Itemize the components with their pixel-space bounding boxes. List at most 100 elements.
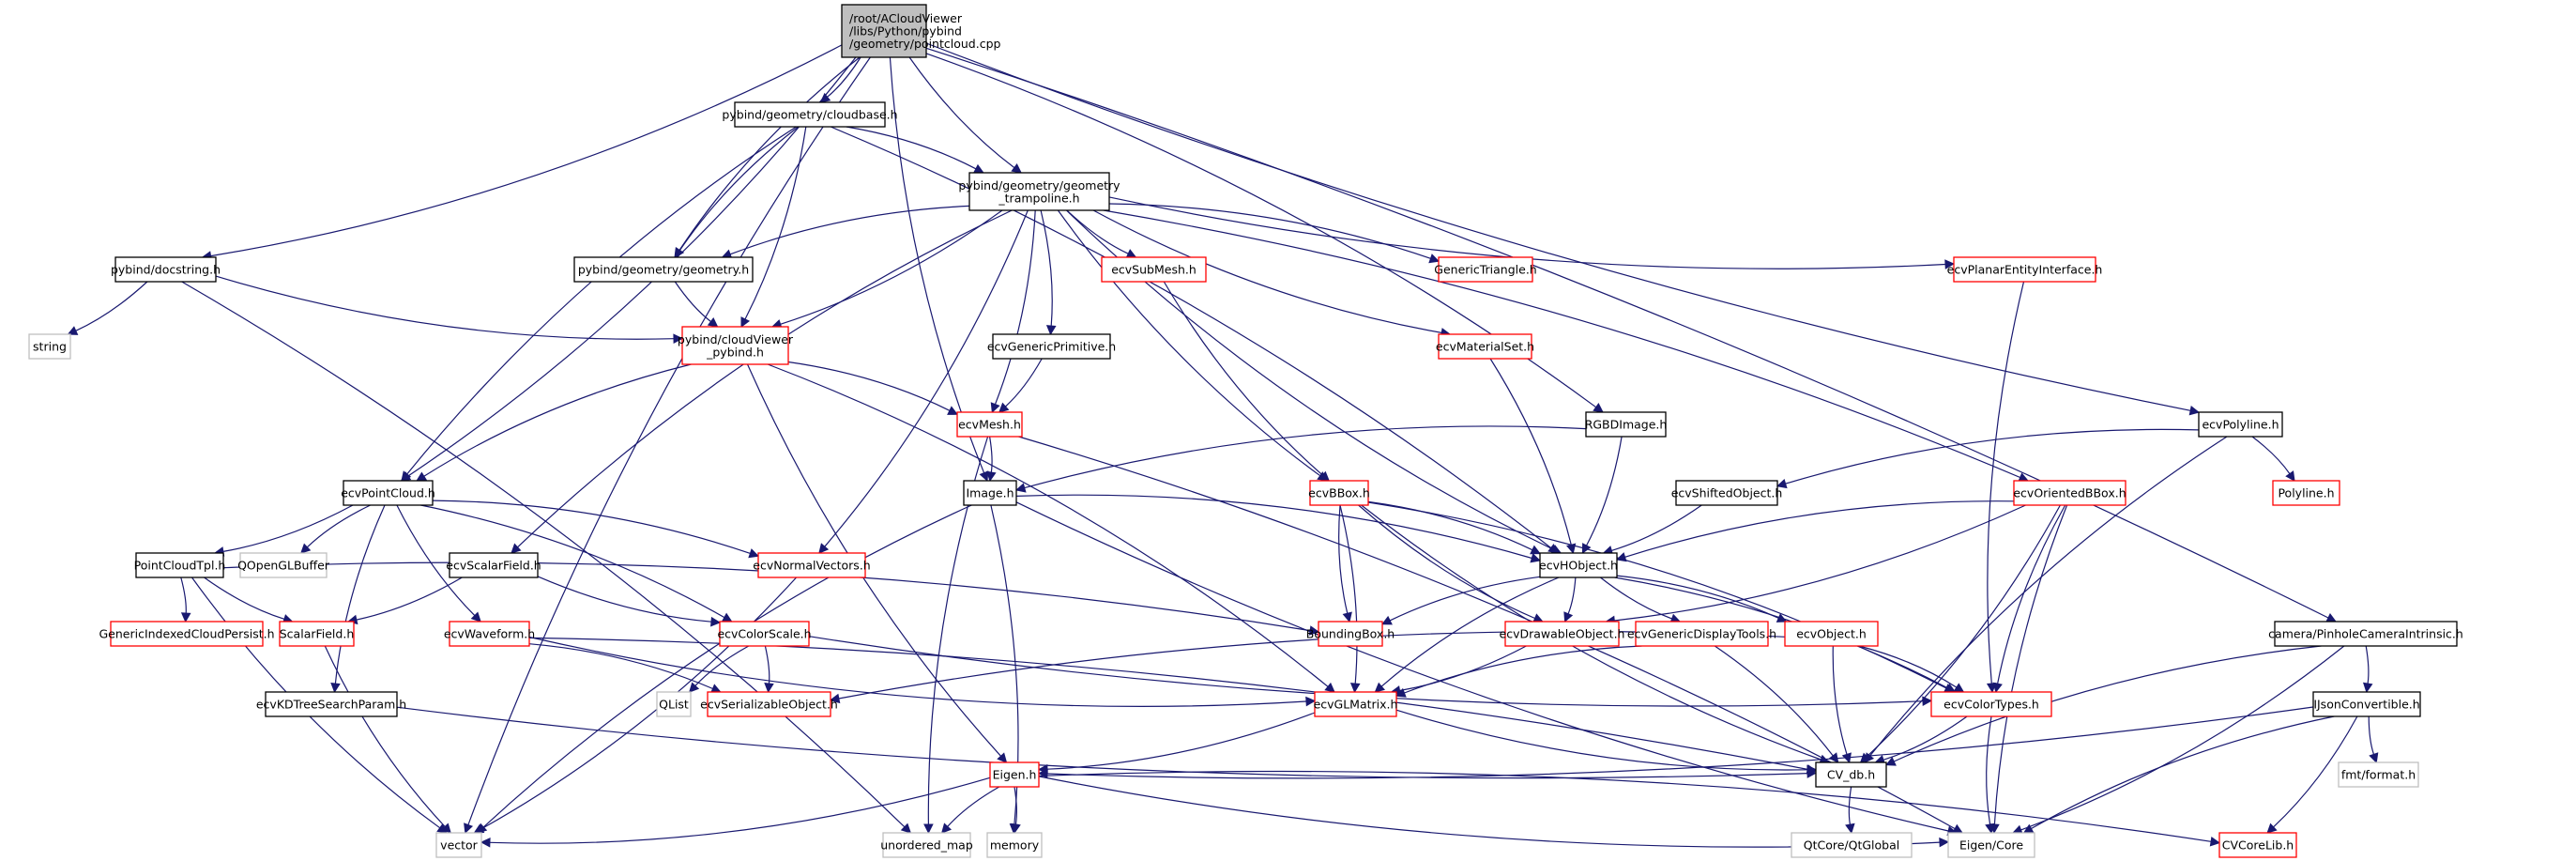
node-ecvWaveform[interactable]: ecvWaveform.h	[444, 621, 535, 647]
node-box-ecvPointCloud[interactable]	[343, 480, 434, 506]
node-box-PinholeCameraIntrinsic[interactable]	[2274, 621, 2458, 647]
node-Image[interactable]: Image.h	[963, 480, 1017, 506]
arrowhead-trampoline-to-ecvPlanarEntityInterface	[1944, 259, 1956, 269]
edge-ecvColorTypes-to-CV_db	[1882, 715, 1968, 761]
node-box-trampoline[interactable]	[968, 172, 1110, 211]
node-docstring[interactable]: pybind/docstring.h	[111, 256, 221, 283]
node-label-cloudViewer_pybind: _pybind.h	[706, 345, 764, 359]
node-box-Eigen_h[interactable]	[989, 761, 1040, 788]
node-ScalarField[interactable]: ScalarField.h	[279, 621, 355, 647]
node-ecvGLMatrix[interactable]: ecvGLMatrix.h	[1314, 691, 1398, 717]
node-ecvScalarField[interactable]: ecvScalarField.h	[446, 552, 541, 578]
arrowhead-ecvColorScale-to-ecvColorTypes	[1922, 696, 1933, 707]
arrowhead-ecvGLMatrix-to-CV_db	[1806, 764, 1818, 776]
node-ecvOrientedBBox[interactable]: ecvOrientedBBox.h	[2013, 480, 2126, 506]
node-Eigen_h[interactable]: Eigen.h	[989, 761, 1040, 788]
node-box-IJsonConvertible[interactable]	[2312, 691, 2421, 717]
node-ecvGenericDisplayTools[interactable]: ecvGenericDisplayTools.h	[1627, 621, 1776, 647]
node-box-ecvScalarField[interactable]	[449, 552, 539, 578]
edge-ecvColorTypes-to-Eigen_Core	[1986, 715, 1992, 825]
node-GenericIndexedCloudPersist[interactable]: GenericIndexedCloudPersist.h	[99, 621, 275, 647]
node-ecvBBox[interactable]: ecvBBox.h	[1308, 480, 1370, 506]
node-box-ecvNormalVectors[interactable]	[757, 552, 866, 578]
node-box-ecvShiftedObject[interactable]	[1675, 480, 1778, 506]
node-trampoline[interactable]: pybind/geometry/geometry_trampoline.h	[958, 172, 1120, 211]
node-box-ecvMaterialSet[interactable]	[1438, 333, 1532, 360]
node-ecvPointCloud[interactable]: ecvPointCloud.h	[341, 480, 435, 506]
node-box-docstring[interactable]	[114, 256, 217, 283]
node-box-ecvPolyline[interactable]	[2198, 411, 2283, 438]
node-box-cloudbase[interactable]	[734, 101, 886, 128]
node-box-ecvColorTypes[interactable]	[1930, 691, 2052, 717]
node-CVCoreLib[interactable]: CVCoreLib.h	[2218, 832, 2297, 858]
node-label-ScalarField: ScalarField.h	[280, 627, 355, 641]
node-box-ecvGenericDisplayTools[interactable]	[1635, 621, 1769, 647]
node-box-CV_db[interactable]	[1815, 761, 1887, 788]
node-box-ecvGenericPrimitive[interactable]	[992, 333, 1111, 360]
node-box-ecvWaveform[interactable]	[449, 621, 530, 647]
node-box-ecvBBox[interactable]	[1309, 480, 1369, 506]
node-box-ecvOrientedBBox[interactable]	[2013, 480, 2126, 506]
node-ecvColorTypes[interactable]: ecvColorTypes.h	[1930, 691, 2052, 717]
node-box-CVCoreLib[interactable]	[2218, 832, 2297, 858]
node-box-geometry_h[interactable]	[573, 256, 754, 283]
node-memory: memory	[986, 832, 1043, 858]
node-geometry_h[interactable]: pybind/geometry/geometry.h	[573, 256, 754, 283]
node-ecvKDTreeSearchParam[interactable]: ecvKDTreeSearchParam.h	[256, 691, 406, 717]
node-ecvPolyline[interactable]: ecvPolyline.h	[2198, 411, 2283, 438]
node-ecvNormalVectors[interactable]: ecvNormalVectors.h	[753, 552, 871, 578]
node-box-memory	[986, 832, 1043, 858]
node-box-Polyline[interactable]	[2272, 480, 2340, 506]
node-box-ScalarField[interactable]	[279, 621, 355, 647]
node-PointCloudTpl[interactable]: PointCloudTpl.h	[134, 552, 226, 578]
node-ecvMesh[interactable]: ecvMesh.h	[956, 411, 1023, 438]
node-BoundingBox[interactable]: BoundingBox.h	[1306, 621, 1395, 647]
node-box-ecvSubMesh[interactable]	[1101, 256, 1207, 283]
node-GenericTriangle[interactable]: GenericTriangle.h	[1434, 256, 1537, 283]
node-label-ecvColorScale: ecvColorScale.h	[717, 627, 811, 641]
node-cloudViewer_pybind[interactable]: pybind/cloudViewer_pybind.h	[678, 326, 794, 365]
node-box-Image[interactable]	[963, 480, 1017, 506]
node-ecvShiftedObject[interactable]: ecvShiftedObject.h	[1671, 480, 1783, 506]
node-box-ecvKDTreeSearchParam[interactable]	[265, 691, 398, 717]
node-CV_db[interactable]: CV_db.h	[1815, 761, 1887, 788]
node-ecvSerializableObject[interactable]: ecvSerializableObject.h	[700, 691, 838, 717]
arrowhead-ecvColorTypes-to-Eigen_Core	[1985, 823, 1995, 835]
arrowhead-docstring-to-cloudViewer_pybind	[673, 333, 684, 345]
node-root[interactable]: /root/ACloudViewer/libs/Python/pybind/ge…	[841, 4, 1001, 58]
node-ecvHObject[interactable]: ecvHObject.h	[1539, 552, 1618, 578]
node-box-ecvMesh[interactable]	[956, 411, 1023, 438]
node-box-root[interactable]	[841, 4, 927, 58]
node-ecvColorScale[interactable]: ecvColorScale.h	[717, 621, 812, 647]
arrowhead-cloudbase-to-geometry_h	[674, 247, 685, 258]
edge-root-to-cloudbase	[827, 56, 861, 98]
node-cloudbase[interactable]: pybind/geometry/cloudbase.h	[722, 101, 898, 128]
node-RGBDImage[interactable]: RGBDImage.h	[1585, 411, 1668, 438]
node-IJsonConvertible[interactable]: IJsonConvertible.h	[2312, 691, 2421, 717]
node-box-PointCloudTpl[interactable]	[135, 552, 224, 578]
node-box-ecvColorScale[interactable]	[719, 621, 810, 647]
node-PinholeCameraIntrinsic[interactable]: camera/PinholeCameraIntrinsic.h	[2268, 621, 2463, 647]
node-ecvObject[interactable]: ecvObject.h	[1784, 621, 1879, 647]
node-box-ecvHObject[interactable]	[1539, 552, 1618, 578]
node-box-ecvSerializableObject[interactable]	[707, 691, 831, 717]
node-box-cloudViewer_pybind[interactable]	[681, 326, 789, 365]
arrowhead-PinholeCameraIntrinsic-to-CV_db	[1884, 756, 1897, 766]
node-ecvPlanarEntityInterface[interactable]: ecvPlanarEntityInterface.h	[1947, 256, 2103, 283]
node-box-BoundingBox[interactable]	[1318, 621, 1383, 647]
node-box-ecvGLMatrix[interactable]	[1314, 691, 1397, 717]
node-ecvMaterialSet[interactable]: ecvMaterialSet.h	[1436, 333, 1534, 360]
node-ecvSubMesh[interactable]: ecvSubMesh.h	[1101, 256, 1207, 283]
node-label-ecvPointCloud: ecvPointCloud.h	[341, 486, 435, 500]
node-ecvGenericPrimitive[interactable]: ecvGenericPrimitive.h	[987, 333, 1116, 360]
node-box-RGBDImage[interactable]	[1585, 411, 1667, 438]
node-box-GenericTriangle[interactable]	[1438, 256, 1533, 283]
node-box-ecvDrawableObject[interactable]	[1504, 621, 1620, 647]
arrowhead-docstring-to-unordered_map	[900, 823, 912, 834]
node-ecvDrawableObject[interactable]: ecvDrawableObject.h	[1500, 621, 1625, 647]
edge-root-to-PinholeCameraIntrinsic	[925, 47, 2329, 619]
node-box-GenericIndexedCloudPersist[interactable]	[110, 621, 264, 647]
node-box-ecvObject[interactable]	[1784, 621, 1879, 647]
node-box-ecvPlanarEntityInterface[interactable]	[1953, 256, 2096, 283]
node-Polyline[interactable]: Polyline.h	[2272, 480, 2340, 506]
